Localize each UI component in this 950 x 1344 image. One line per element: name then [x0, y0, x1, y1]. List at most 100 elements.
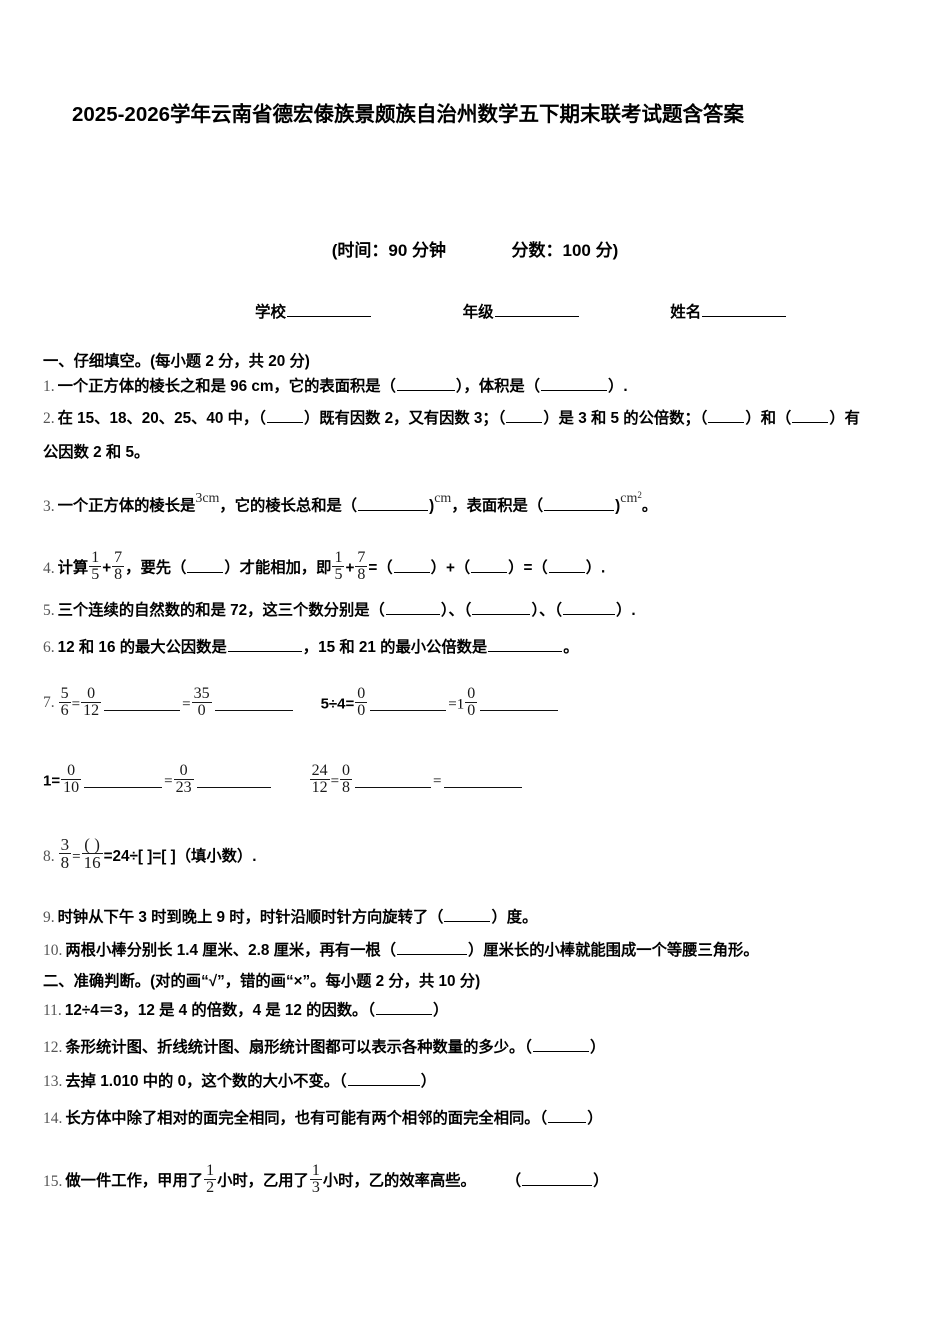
exam-time-label: (时间：90 分钟	[331, 241, 447, 260]
q15-blank-1[interactable]	[522, 1172, 593, 1186]
q2-blank-3[interactable]	[708, 409, 745, 423]
q14-text-b: ）	[587, 1110, 603, 1127]
q3-blank-2[interactable]	[544, 497, 615, 511]
q4-blank-3[interactable]	[471, 559, 508, 573]
grade-blank[interactable]	[494, 303, 579, 317]
question-6: 6.12 和 16 的最大公因数是，15 和 21 的最小公倍数是。	[43, 638, 579, 659]
q4-text-c: ）才能相加，即	[224, 559, 332, 577]
q9-text-a: 时钟从下午 3 时到晚上 9 时，时针沿顺时针方向旋转了（	[57, 909, 444, 926]
q15-text-c: 小时，乙的效率高些。	[322, 1172, 476, 1190]
q10-blank-1[interactable]	[397, 941, 467, 955]
q14-blank-1[interactable]	[548, 1109, 587, 1123]
question-number: 13.	[43, 1073, 63, 1090]
q2-blank-2[interactable]	[506, 409, 543, 423]
q10-text-a: 两根小棒分别长 1.4 厘米、2.8 厘米，再有一根（	[65, 942, 396, 959]
q7-blank-7[interactable]	[355, 786, 432, 789]
q4-text-f: ）=（	[508, 559, 548, 577]
question-number: 15.	[43, 1172, 63, 1190]
name-field: 姓名	[670, 300, 787, 322]
q7-blank-2[interactable]	[214, 709, 293, 712]
q4-text-d: =（	[368, 559, 393, 577]
fraction-paren-over-16: ( )16	[81, 835, 103, 873]
question-number: 11.	[43, 1002, 62, 1019]
question-number: 4.	[43, 559, 55, 577]
question-number: 10.	[43, 942, 63, 959]
question-14: 14.长方体中除了相对的面完全相同，也有可能有两个相邻的面完全相同。（）	[43, 1109, 603, 1130]
q9-text-b: ）度。	[491, 909, 538, 926]
q13-blank-1[interactable]	[347, 1072, 420, 1086]
q7-blank-6[interactable]	[196, 786, 271, 789]
q7-equals-6: =	[433, 773, 442, 790]
q4-blank-4[interactable]	[548, 559, 585, 573]
question-1: 1.一个正方体的棱长之和是 96 cm，它的表面积是（），体积是（）.	[43, 377, 628, 398]
q7-expression-5div4: 5÷4=	[320, 695, 355, 713]
q5-blank-1[interactable]	[385, 601, 440, 615]
q12-text-a: 条形统计图、折线统计图、扇形统计图都可以表示各种数量的多少。（	[65, 1039, 532, 1056]
name-blank[interactable]	[702, 303, 787, 317]
q2-blank-4[interactable]	[792, 409, 829, 423]
q1-text-c: ）.	[608, 378, 628, 395]
q7-equals-2: =	[182, 696, 191, 713]
q3-text-a: 一个正方体的棱长是	[57, 497, 196, 515]
q3-blank-1[interactable]	[358, 497, 429, 511]
q3-edge-length-value: 3cm	[195, 491, 220, 507]
q5-blank-3[interactable]	[563, 601, 616, 615]
exam-info-line: (时间：90 分钟 分数：100 分)	[0, 236, 950, 261]
q4-blank-2[interactable]	[393, 559, 430, 573]
q15-text-b: 小时，乙用了	[217, 1172, 309, 1190]
question-2-line-2: 公因数 2 和 5。	[43, 444, 150, 461]
q4-blank-1[interactable]	[187, 559, 224, 573]
q7-blank-8[interactable]	[443, 786, 522, 789]
school-label: 学校	[255, 304, 287, 321]
section-heading-fill-in-blanks: 一、仔细填空。(每小题 2 分，共 20 分)	[43, 353, 310, 370]
q7-blank-1[interactable]	[104, 709, 181, 712]
q1-blank-1[interactable]	[396, 377, 455, 391]
q13-text-a: 去掉 1.010 中的 0，这个数的大小不变。（	[65, 1073, 347, 1090]
q5-blank-2[interactable]	[472, 601, 531, 615]
q5-text-c: ）、（	[531, 602, 563, 619]
q8-equals: =	[72, 849, 81, 866]
q5-text-b: ）、（	[440, 602, 472, 619]
q2-text-c: ）是 3 和 5 的公倍数；（	[543, 410, 708, 427]
q12-blank-1[interactable]	[532, 1038, 589, 1052]
q3-unit-cm: cm	[434, 491, 452, 507]
q7-blank-5[interactable]	[84, 786, 163, 789]
exam-score-label: 分数：100 分)	[511, 241, 619, 260]
q7-one-equals: 1=	[43, 772, 61, 790]
q6-blank-2[interactable]	[488, 638, 563, 652]
q2-blank-1[interactable]	[266, 409, 303, 423]
q13-text-b: ）	[420, 1073, 437, 1090]
q6-text-b: ，15 和 21 的最小公倍数是	[302, 639, 488, 656]
school-blank[interactable]	[287, 303, 372, 317]
q1-blank-2[interactable]	[541, 377, 608, 391]
name-label: 姓名	[670, 304, 702, 321]
q6-blank-1[interactable]	[227, 638, 302, 652]
q7-blank-3[interactable]	[370, 709, 447, 712]
q11-blank-1[interactable]	[376, 1001, 432, 1015]
question-number: 5.	[43, 602, 55, 619]
q4-text-e: ）+（	[430, 559, 471, 577]
q9-blank-1[interactable]	[444, 908, 491, 922]
q7-equals-5: =	[330, 773, 340, 790]
question-11: 11.12÷4＝3，12 是 4 的倍数，4 是 12 的因数。（）	[43, 1001, 448, 1022]
q5-text-a: 三个连续的自然数的和是 72，这三个数分别是（	[57, 602, 385, 619]
q7-blank-4[interactable]	[480, 709, 559, 712]
q4-plus: +	[102, 559, 112, 577]
page-title: 2025-2026学年云南省德宏傣族景颇族自治州数学五下期末联考试题含答案	[72, 103, 745, 126]
question-9: 9.时钟从下午 3 时到晚上 9 时，时针沿顺时针方向旋转了（）度。	[43, 908, 537, 929]
question-number: 8.	[43, 848, 55, 866]
